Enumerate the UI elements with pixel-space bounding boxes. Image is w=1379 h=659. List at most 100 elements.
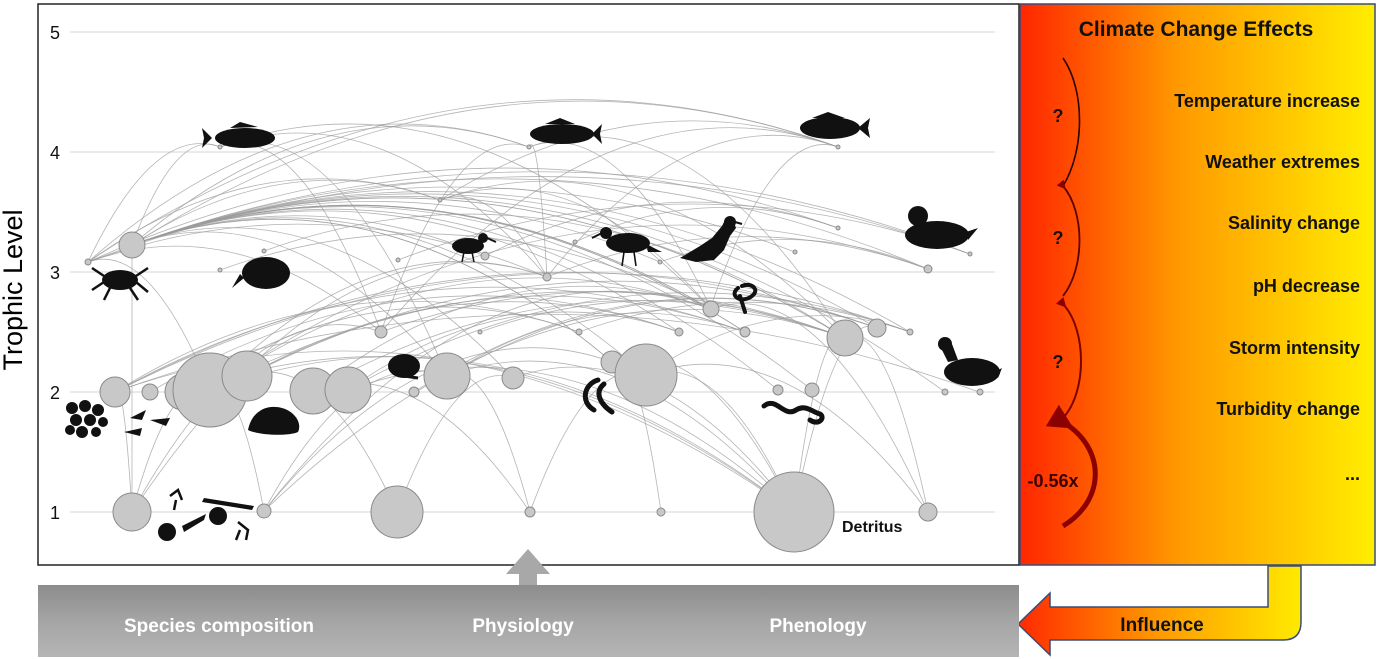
- species-node: [976, 388, 984, 396]
- climate-effects-list: Temperature increase Weather extremes Sa…: [1174, 91, 1360, 484]
- duck-icon: [905, 206, 978, 249]
- trophic-link: [149, 295, 680, 393]
- trophic-link: [710, 303, 929, 513]
- trophic-link: [347, 292, 911, 391]
- species-node: [221, 350, 273, 402]
- species-node: [423, 352, 471, 400]
- tick-4: 4: [50, 143, 60, 163]
- arc-4: [1045, 404, 1098, 529]
- species-node: [408, 386, 420, 398]
- trophic-link: [131, 262, 548, 513]
- snail-icon: [388, 354, 420, 380]
- trophic-link: [131, 195, 946, 393]
- trophic-link: [578, 301, 911, 333]
- species-node: [84, 258, 92, 266]
- species-node: [923, 264, 933, 274]
- trophic-link: [413, 297, 878, 393]
- sandpiper-icon: [591, 227, 662, 267]
- species-node: [112, 492, 152, 532]
- trophic-link: [114, 272, 911, 393]
- influence-arrow: [1016, 565, 1302, 657]
- pipefish-icon: [761, 401, 825, 425]
- species-node: [374, 325, 388, 339]
- zooplankton-icon: [124, 410, 170, 436]
- gull-icon: [680, 216, 743, 262]
- climate-panel-title: Climate Change Effects: [1079, 18, 1314, 41]
- species-node: [256, 503, 272, 519]
- trophic-link: [219, 233, 712, 310]
- fish-icon: [530, 118, 602, 144]
- driver-physiology: Physiology: [472, 616, 574, 637]
- effect-temperature: Temperature increase: [1174, 91, 1360, 111]
- climate-panel: [1019, 3, 1376, 566]
- trophic-link: [246, 295, 746, 377]
- species-node: [141, 383, 159, 401]
- effect-ph: pH decrease: [1253, 276, 1360, 296]
- detritus-label: Detritus: [842, 519, 903, 536]
- interaction-arcs: [1045, 57, 1098, 529]
- wader-bird-icon: [452, 233, 497, 263]
- species-node: [437, 197, 443, 203]
- trophic-link: [114, 272, 878, 393]
- question-2: ?: [1053, 228, 1064, 248]
- tick-3: 3: [50, 263, 60, 283]
- driver-species-composition: Species composition: [124, 616, 314, 637]
- species-node: [217, 267, 223, 273]
- trophic-link: [131, 217, 647, 376]
- trophic-link: [439, 120, 839, 201]
- trophic-link: [131, 208, 779, 391]
- species-node: [657, 259, 663, 265]
- effect-storm: Storm intensity: [1229, 338, 1360, 358]
- trophic-link: [131, 227, 514, 379]
- trophic-link: [446, 312, 746, 377]
- trophic-link: [439, 188, 712, 310]
- species-node: [217, 144, 223, 150]
- species-node: [395, 257, 401, 263]
- trophic-link: [131, 179, 441, 246]
- trophic-link: [87, 167, 839, 263]
- trophic-link: [263, 308, 846, 512]
- species-node: [480, 251, 490, 261]
- trophic-link: [793, 325, 878, 513]
- trophic-link: [209, 224, 929, 391]
- species-node: [792, 249, 798, 255]
- worm-icon: [732, 283, 758, 314]
- tick-2: 2: [50, 383, 60, 403]
- mussel-icon: [248, 406, 300, 435]
- driver-bar: [38, 585, 1019, 657]
- fish-icon: [202, 122, 275, 148]
- effect-salinity: Salinity change: [1228, 213, 1360, 233]
- question-3: ?: [1053, 352, 1064, 372]
- trophic-link: [397, 203, 971, 261]
- arc-1: [1062, 57, 1081, 187]
- eider-duck-icon: [938, 337, 1002, 386]
- species-node: [526, 144, 532, 150]
- phytoplankton-icon: [158, 488, 254, 541]
- foodweb-frame: [37, 3, 1020, 566]
- species-node: [656, 507, 666, 517]
- trophic-link: [209, 277, 712, 391]
- species-node: [835, 144, 841, 150]
- species-node: [324, 366, 372, 414]
- tick-1: 1: [50, 503, 60, 523]
- trophic-link: [528, 144, 548, 278]
- trophic-link: [439, 196, 548, 278]
- species-node: [674, 327, 684, 337]
- effect-ellipsis: ...: [1345, 464, 1360, 484]
- species-node: [772, 384, 784, 396]
- crab-icon: [91, 266, 149, 301]
- polychaete-icon: [582, 377, 615, 415]
- y-axis-title: Trophic Level: [0, 209, 28, 370]
- influence-label: Influence: [1120, 615, 1203, 636]
- effect-weather-extremes: Weather extremes: [1205, 152, 1360, 172]
- species-node: [826, 319, 864, 357]
- species-node: [941, 388, 949, 396]
- trophic-link: [131, 125, 530, 246]
- species-node: [967, 251, 973, 257]
- species-node: [370, 485, 424, 539]
- driver-labels: Species composition Physiology Phenology: [124, 616, 867, 637]
- trophic-link: [396, 375, 515, 513]
- species-node: [753, 471, 835, 553]
- eggs-icon: [65, 400, 108, 438]
